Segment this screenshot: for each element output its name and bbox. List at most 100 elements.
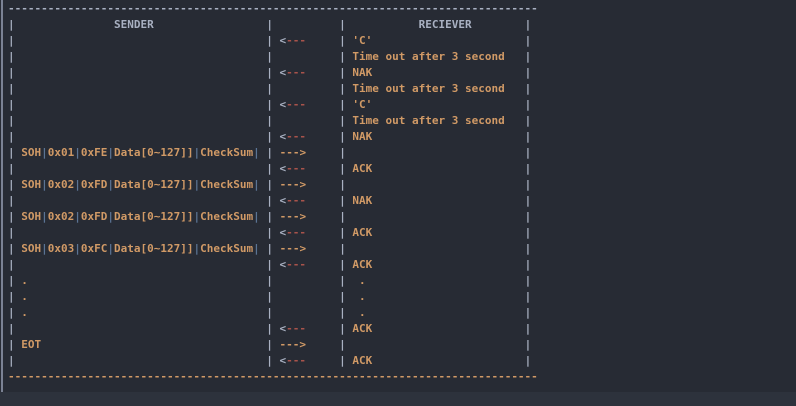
diagram-text-run: | <box>524 50 532 63</box>
diagram-text-run: | <box>253 242 260 255</box>
diagram-text-run: | <box>107 146 114 159</box>
diagram-text-run: | <box>524 34 532 47</box>
diagram-text-run: | <box>266 194 273 207</box>
diagram-line-timeout-2: | | | Time out after 3 second | <box>8 81 538 97</box>
diagram-text-run: NAK <box>352 66 373 79</box>
diagram-line-recv-ack-2: | | <--- | ACK | <box>8 225 538 241</box>
diagram-text-run: | <box>266 130 273 143</box>
diagram-line-recv-ack-5: | | <--- | ACK | <box>8 353 538 369</box>
diagram-text-run: | <box>8 130 15 143</box>
diagram-text-run: Time out after 3 second <box>352 50 505 63</box>
diagram-text-run: | <box>74 146 81 159</box>
panel-bottom-strip <box>0 392 796 406</box>
diagram-text-run: | <box>8 114 15 127</box>
diagram-text-run: --- <box>286 354 307 367</box>
diagram-line-packet-2: | SOH|0x02|0xFD|Data[0~127]]|CheckSum| |… <box>8 177 538 193</box>
diagram-text-run: CheckSum <box>200 242 254 255</box>
diagram-text-run: | <box>8 98 15 111</box>
diagram-text-run: | <box>266 274 273 287</box>
diagram-text-run: | <box>8 194 15 207</box>
diagram-text-run: Data[0~127]] <box>114 178 194 191</box>
diagram-text-run: NAK <box>352 194 373 207</box>
diagram-text-run: . <box>359 274 366 287</box>
diagram-text-run: ---> <box>279 210 307 223</box>
diagram-text-run: | <box>524 146 532 159</box>
diagram-text-run: | <box>8 354 15 367</box>
diagram-text-run: | <box>266 354 273 367</box>
diagram-text-run: < <box>279 162 287 175</box>
diagram-text-run: | <box>8 338 15 351</box>
diagram-text-run: ---> <box>279 146 307 159</box>
diagram-text-run: | <box>524 274 532 287</box>
diagram-text-run: | <box>8 50 15 63</box>
diagram-text-run: | <box>193 146 201 159</box>
diagram-text-run: --- <box>286 322 307 335</box>
diagram-text-run: --- <box>286 130 307 143</box>
diagram-line-column-headers: | SENDER | | RECIEVER | <box>8 17 538 33</box>
diagram-text-run: --- <box>286 258 307 271</box>
diagram-text-run: 0xFE <box>80 146 108 159</box>
diagram-line-top-border: ----------------------------------------… <box>8 1 538 17</box>
diagram-text-run: Time out after 3 second <box>352 114 505 127</box>
diagram-text-run: | <box>8 306 15 319</box>
diagram-text-run: | <box>339 98 346 111</box>
diagram-line-timeout-1: | | | Time out after 3 second | <box>8 49 538 65</box>
diagram-text-run: --- <box>286 66 307 79</box>
diagram-text-run: | <box>339 338 346 351</box>
diagram-text-run: | <box>8 322 15 335</box>
diagram-text-run: NAK <box>352 130 373 143</box>
diagram-text-run: | <box>339 322 346 335</box>
diagram-text-run: . <box>359 290 366 303</box>
diagram-text-run: . <box>21 290 28 303</box>
diagram-text-run: | <box>266 338 273 351</box>
diagram-text-run: | <box>8 34 15 47</box>
diagram-text-run: | <box>266 290 273 303</box>
diagram-text-run: --- <box>286 162 307 175</box>
diagram-text-run: 0x01 <box>47 146 75 159</box>
diagram-text-run: Data[0~127]] <box>114 146 194 159</box>
diagram-text-run: < <box>279 194 287 207</box>
diagram-text-run: < <box>279 98 287 111</box>
diagram-text-run: | <box>41 242 48 255</box>
diagram-text-run: | <box>266 226 273 239</box>
diagram-text-run: | <box>524 242 532 255</box>
diagram-line-ellipsis-2: | . | | . | <box>8 289 538 305</box>
diagram-text-run: 'C' <box>352 98 373 111</box>
diagram-text-run: | <box>107 178 114 191</box>
diagram-text-run: | <box>339 50 346 63</box>
diagram-text-run: 0x02 <box>47 210 75 223</box>
diagram-text-run: < <box>279 322 287 335</box>
diagram-text-run: SOH <box>21 178 42 191</box>
diagram-text-run: | <box>266 146 273 159</box>
diagram-text-run: 0xFD <box>80 210 108 223</box>
diagram-text-run: 0x03 <box>47 242 75 255</box>
diagram-text-run: | <box>339 210 346 223</box>
diagram-line-ellipsis-1: | . | | . | <box>8 273 538 289</box>
diagram-text-run: ---> <box>279 338 307 351</box>
diagram-text-run: | <box>74 178 81 191</box>
diagram-line-ellipsis-3: | . | | . | <box>8 305 538 321</box>
diagram-text-run: EOT <box>21 338 42 351</box>
diagram-text-run: | <box>8 242 15 255</box>
diagram-text-run: SENDER <box>113 18 154 31</box>
diagram-text-run: | <box>339 114 346 127</box>
diagram-text-run: SOH <box>21 146 42 159</box>
diagram-text-run: < <box>279 34 287 47</box>
diagram-text-run: --- <box>286 194 307 207</box>
diagram-text-run: | <box>524 178 532 191</box>
diagram-text-run: 0x02 <box>47 178 75 191</box>
diagram-text-run: | <box>524 290 532 303</box>
diagram-text-run: ---> <box>279 242 307 255</box>
diagram-text-run: . <box>21 274 28 287</box>
diagram-text-run: | <box>266 178 273 191</box>
diagram-text-run: | <box>193 178 201 191</box>
diagram-text-run: | <box>74 210 81 223</box>
diagram-text-run: | <box>41 210 48 223</box>
diagram-text-run: | <box>339 66 346 79</box>
diagram-line-eot: | EOT | ---> | | <box>8 337 538 353</box>
diagram-text-run: ----------------------------------------… <box>8 370 538 383</box>
diagram-text-run: | <box>266 258 273 271</box>
diagram-text-run: | <box>41 146 48 159</box>
diagram-text-run: ---> <box>279 178 307 191</box>
diagram-text-run: | <box>107 242 114 255</box>
